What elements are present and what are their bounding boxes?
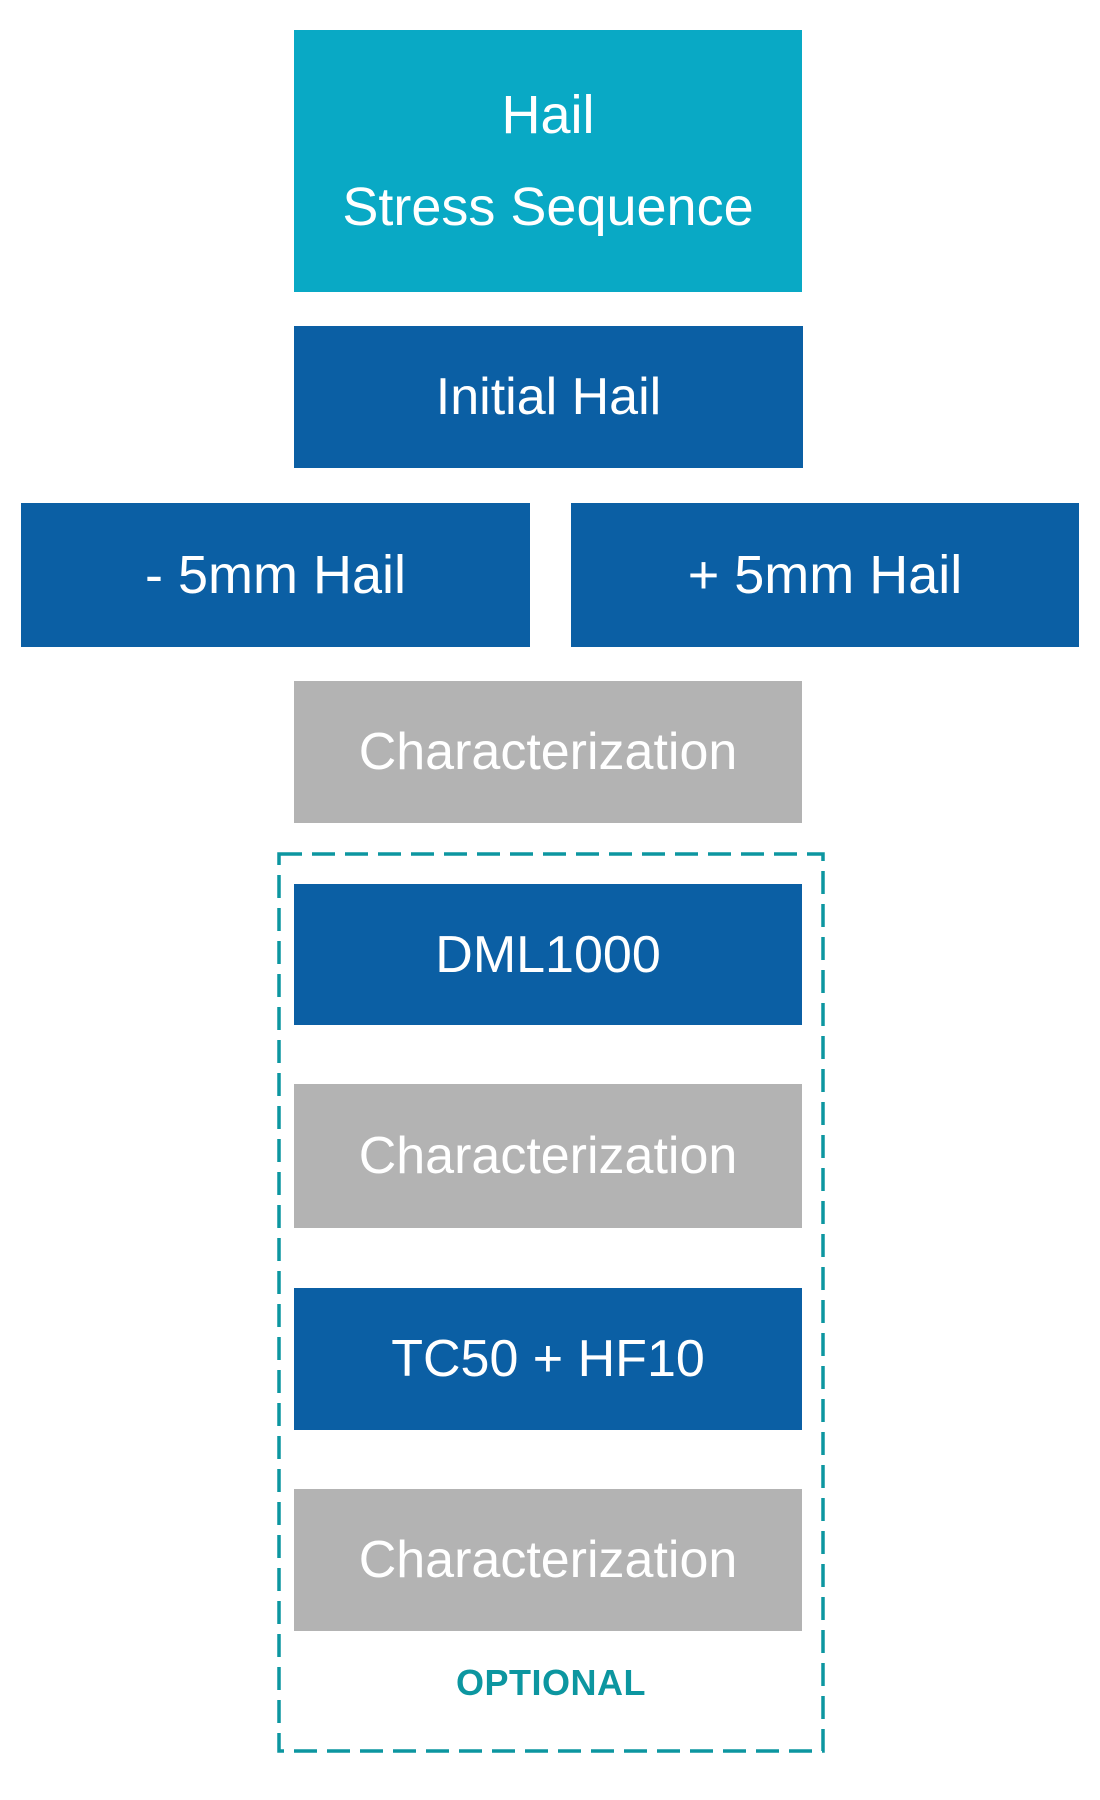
step-characterization-2: Characterization: [294, 1084, 802, 1228]
step-characterization-1: Characterization: [294, 681, 802, 823]
step-initial-hail-label: Initial Hail: [435, 368, 662, 426]
step-dml1000: DML1000: [294, 884, 802, 1025]
step-plus-5mm-hail: + 5mm Hail: [571, 503, 1079, 647]
step-tc50-hf10-label: TC50 + HF10: [391, 1330, 705, 1388]
step-dml1000-label: DML1000: [435, 925, 661, 984]
optional-caption: OPTIONAL: [456, 1662, 646, 1703]
step-tc50-hf10: TC50 + HF10: [294, 1288, 802, 1430]
header-box-hail-stress-sequence: Hail Stress Sequence: [294, 30, 802, 292]
step-characterization-3-label: Characterization: [358, 1531, 738, 1589]
header-line-1: Hail: [501, 85, 595, 145]
step-minus-5mm-hail-label: - 5mm Hail: [144, 545, 406, 605]
step-initial-hail: Initial Hail: [294, 326, 803, 468]
step-plus-5mm-hail-label: + 5mm Hail: [687, 545, 963, 605]
step-characterization-2-label: Characterization: [358, 1127, 738, 1185]
step-characterization-3: Characterization: [294, 1489, 802, 1631]
header-line-2: Stress Sequence: [342, 177, 754, 237]
step-characterization-1-label: Characterization: [358, 723, 738, 781]
step-minus-5mm-hail: - 5mm Hail: [21, 503, 530, 647]
